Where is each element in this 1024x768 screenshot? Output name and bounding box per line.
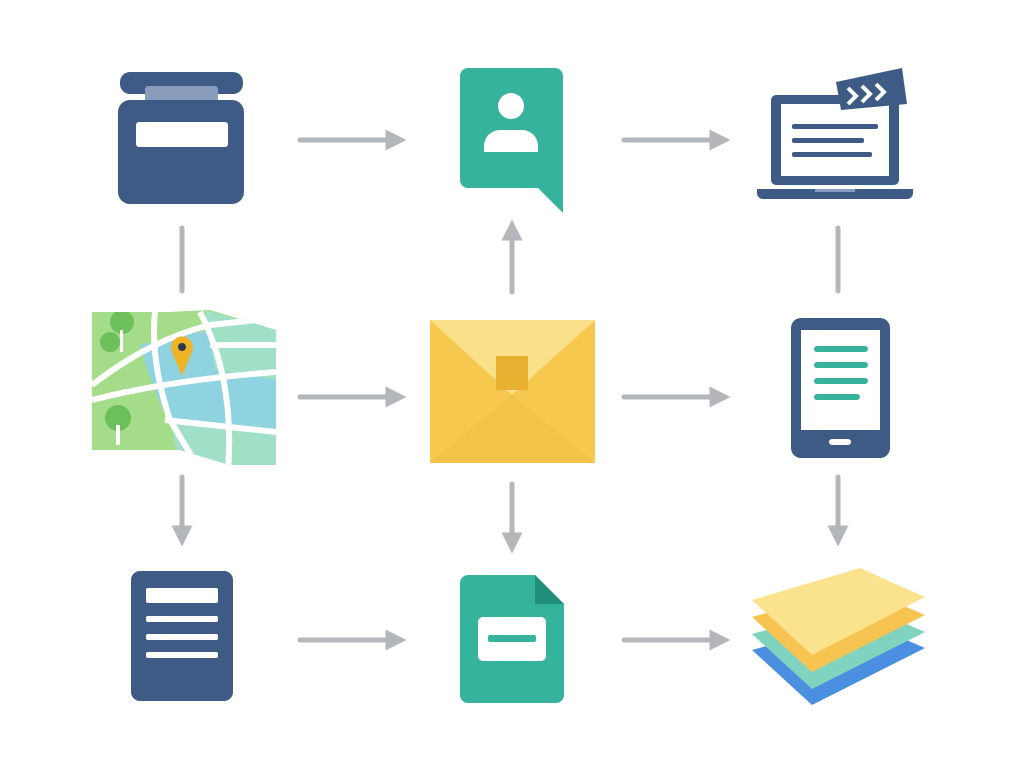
tablet-icon	[791, 318, 890, 458]
file-icon	[460, 575, 564, 703]
document-icon	[131, 571, 233, 701]
envelope-icon	[430, 320, 595, 463]
clapperboard-icon	[836, 68, 907, 110]
user-chat-bubble-icon	[460, 68, 563, 213]
map-pin-icon	[92, 310, 276, 465]
archive-box-icon	[118, 72, 244, 204]
laptop-clapperboard-icon	[757, 68, 913, 199]
layers-icon	[752, 568, 925, 705]
